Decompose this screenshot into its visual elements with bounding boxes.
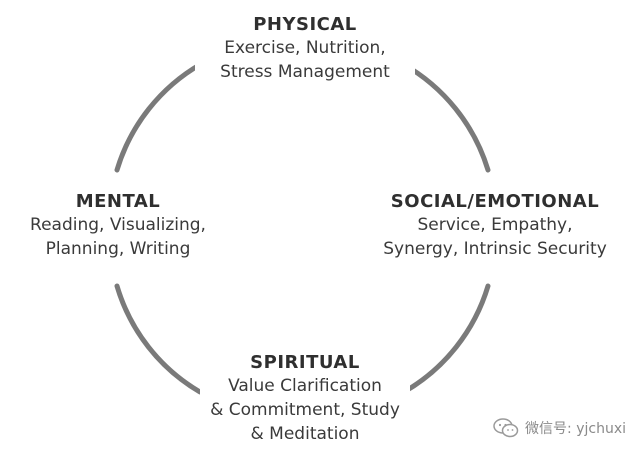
- node-line: Exercise, Nutrition,: [224, 38, 386, 58]
- node-line: Service, Empathy,: [417, 215, 573, 235]
- arc-spiritual-to-mental: [114, 283, 203, 395]
- wechat-icon: [493, 418, 519, 438]
- node-line: Reading, Visualizing,: [30, 215, 206, 235]
- node-line: & Commitment, Study: [210, 400, 400, 420]
- node-mental: MENTAL Reading, Visualizing, Planning, W…: [8, 191, 228, 261]
- node-title: MENTAL: [75, 191, 161, 212]
- node-social-emotional: SOCIAL/EMOTIONAL Service, Empathy, Syner…: [360, 191, 630, 261]
- node-line: & Meditation: [250, 424, 360, 444]
- wechat-watermark: 微信号: yjchuxi: [493, 418, 626, 438]
- arc-social-to-spiritual: [401, 283, 491, 395]
- node-spiritual: SPIRITUAL Value Clarification & Commitme…: [200, 352, 410, 446]
- arc-mental-to-physical: [114, 61, 204, 173]
- node-line: Synergy, Intrinsic Security: [383, 239, 607, 259]
- node-line: Planning, Writing: [45, 239, 191, 259]
- node-physical: PHYSICAL Exercise, Nutrition, Stress Man…: [195, 14, 415, 84]
- node-title: SPIRITUAL: [250, 352, 360, 373]
- node-line: Stress Management: [220, 62, 390, 82]
- node-title: PHYSICAL: [253, 14, 357, 35]
- arc-physical-to-social: [400, 61, 491, 173]
- node-title: SOCIAL/EMOTIONAL: [390, 191, 600, 212]
- watermark-text: 微信号: yjchuxi: [525, 421, 626, 437]
- node-line: Value Clarification: [228, 376, 382, 396]
